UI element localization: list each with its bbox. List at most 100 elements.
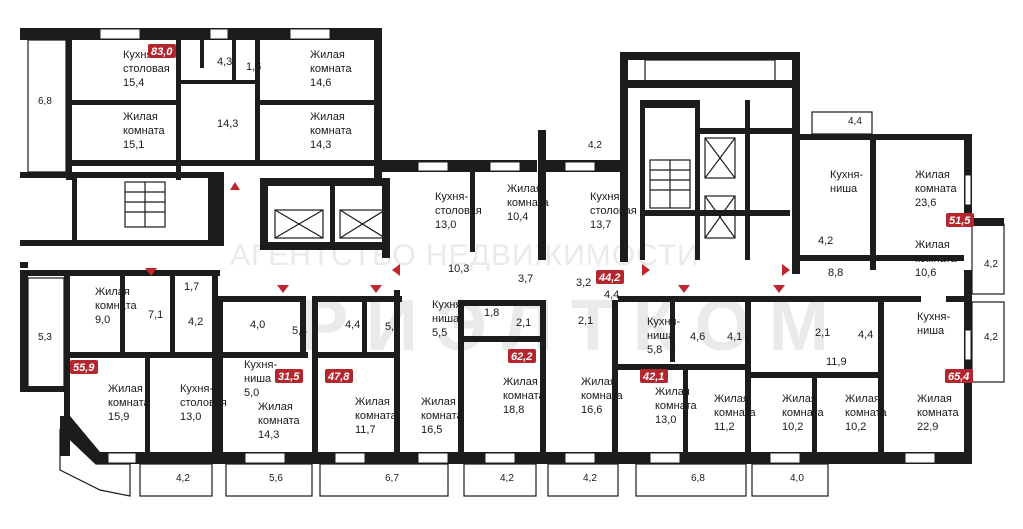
area-value: 4,6	[690, 331, 705, 343]
area-value: 4,0	[250, 319, 265, 331]
room-label-line: комната	[655, 400, 697, 412]
room-label-line: Кухня-	[590, 191, 623, 203]
area-value: 10,3	[448, 263, 469, 275]
room-label-line: 5,8	[647, 344, 662, 356]
area-value: 4,4	[604, 289, 619, 301]
room-label-line: комната	[845, 407, 887, 419]
apartment-badge: 42,1	[640, 369, 668, 383]
dimension-value: 6,8	[38, 96, 52, 107]
room-label-line: ниша	[647, 330, 675, 342]
room-label-line: 11,2	[714, 421, 735, 433]
dimension-value: 4,2	[984, 332, 998, 343]
room-label-line: 13,0	[180, 411, 201, 423]
dimension-value: 4,4	[848, 116, 862, 127]
arrow-marker	[370, 285, 382, 293]
apartment-badge-bg	[640, 369, 668, 383]
room-label-line: 14,3	[258, 429, 279, 441]
area-value: 2,1	[815, 327, 830, 339]
room-label-line: 10,2	[845, 421, 866, 433]
room-label-line: 10,4	[507, 211, 528, 223]
area-value: 4,2	[818, 235, 833, 247]
apartment-badge: 62,2	[508, 349, 536, 363]
area-value: 5,4	[292, 325, 307, 337]
arrows	[145, 182, 790, 293]
arrow-marker	[392, 264, 400, 276]
arrow-marker	[782, 264, 790, 276]
room-label-line: 16,6	[581, 404, 602, 416]
stairs	[124, 159, 691, 228]
dimension-value: 4,2	[583, 473, 597, 484]
dimension-value: 4,2	[176, 473, 190, 484]
apartment-badge-bg	[148, 44, 176, 58]
apartment-badge: 83,0	[148, 44, 176, 58]
dimension-value: 4,2	[588, 140, 602, 151]
apartment-badge-text: 65,4	[948, 371, 969, 383]
area-value: 14,3	[217, 118, 238, 130]
area-value: 3,2	[576, 277, 591, 289]
dimension-value: 4,2	[500, 473, 514, 484]
apartment-badge: 31,5	[275, 369, 303, 383]
room-label-line: комната	[915, 183, 957, 195]
room-label-line: ниша	[917, 325, 945, 337]
room-label-line: Кухня-	[435, 191, 468, 203]
area-value: 2,1	[516, 317, 531, 329]
room-label-line: 10,2	[782, 421, 803, 433]
room-label-line: столовая	[435, 205, 482, 217]
area-value: 4,4	[858, 329, 873, 341]
apartment-badge-bg	[325, 369, 353, 383]
area-value: 5,6	[385, 321, 400, 333]
room-label-line: 5,0	[244, 387, 259, 399]
dimension-value: 4,0	[790, 473, 804, 484]
room-label-line: Жилая	[503, 376, 538, 388]
dimension-value: 6,7	[385, 473, 399, 484]
room-label-line: комната	[421, 410, 463, 422]
room-label-line: 15,9	[108, 411, 129, 423]
apartment-badge-bg	[70, 360, 98, 374]
dimension-value: 6,8	[691, 473, 705, 484]
room-label-line: Кухня-	[180, 383, 213, 395]
dimension-value: 5,6	[269, 473, 283, 484]
room-label-line: комната	[310, 63, 352, 75]
room-label-line: комната	[581, 390, 623, 402]
room-label-line: комната	[258, 415, 300, 427]
room-label-line: Жилая	[310, 49, 345, 61]
apartment-badge-bg	[275, 369, 303, 383]
room-label-line: столовая	[123, 63, 170, 75]
area-value: 4,4	[345, 319, 360, 331]
arrow-marker	[678, 285, 690, 293]
room-label-line: Жилая	[917, 393, 952, 405]
area-value: 11,9	[826, 356, 847, 368]
room-label-line: 10,6	[915, 267, 936, 279]
apartment-badge-bg	[596, 270, 624, 284]
room-label-line: Кухня-	[432, 299, 465, 311]
room-label: Кухня-ниша	[917, 311, 950, 337]
room-label-line: Жилая	[714, 393, 749, 405]
room-label-line: 11,7	[355, 424, 376, 436]
apartment-badge-bg	[946, 213, 974, 227]
apartment-badge-text: 44,2	[598, 272, 620, 284]
arrow-marker	[277, 285, 289, 293]
room-label-line: Жилая	[123, 111, 158, 123]
area-value: 4,1	[727, 331, 742, 343]
apartment-badge-text: 51,5	[949, 215, 971, 227]
room-label-line: 13,0	[655, 414, 676, 426]
area-value: 1,7	[184, 281, 199, 293]
room-label-line: комната	[714, 407, 756, 419]
apartment-badge: 65,4	[945, 369, 973, 383]
apartment-badge: 55,9	[70, 360, 98, 374]
balconies	[27, 39, 1005, 497]
